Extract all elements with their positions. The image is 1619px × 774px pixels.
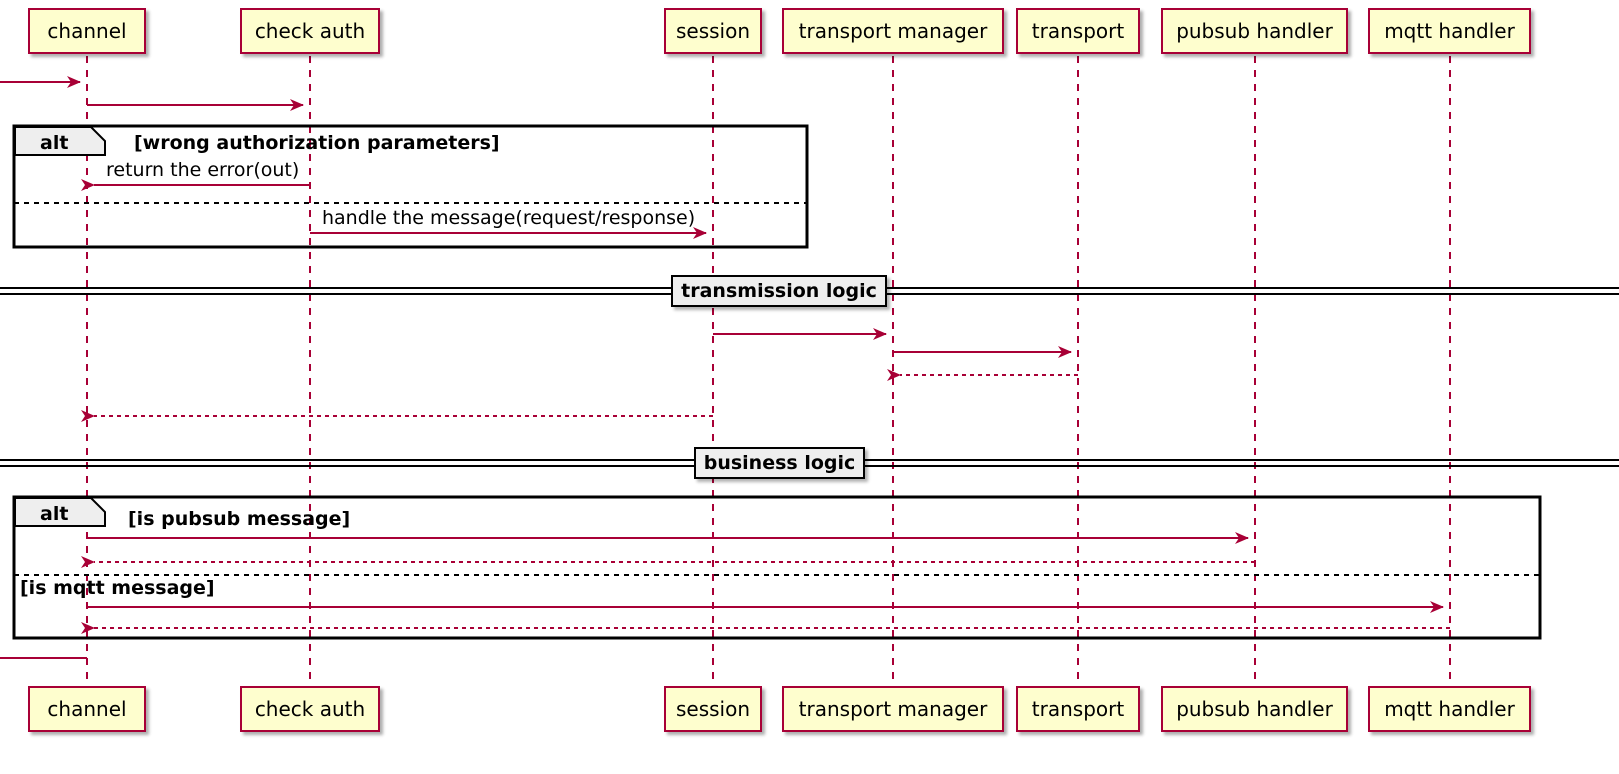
fragments-group: [12, 124, 1542, 640]
participant-label: mqtt handler: [1384, 697, 1515, 721]
fragment-guard-alt-business-0: [is pubsub message]: [128, 508, 351, 530]
participant-label: pubsub handler: [1176, 697, 1333, 721]
participant-footer-transport-manager[interactable]: transport manager: [782, 686, 1004, 732]
fragment-keyword-alt-auth: alt: [40, 132, 69, 154]
participant-footer-channel[interactable]: channel: [28, 686, 146, 732]
participant-label: channel: [47, 697, 127, 721]
participant-header-channel[interactable]: channel: [28, 8, 146, 54]
participant-label: mqtt handler: [1384, 19, 1515, 43]
message-label-m3: return the error(out): [106, 159, 300, 181]
participant-label: pubsub handler: [1176, 19, 1333, 43]
lifelines-group: [86, 56, 1451, 685]
fragment-keyword-tab-alt-business: [14, 497, 106, 527]
participant-label: channel: [47, 19, 127, 43]
participant-header-check-auth[interactable]: check auth: [240, 8, 380, 54]
participant-header-transport-manager[interactable]: transport manager: [782, 8, 1004, 54]
participant-header-mqtt-handler[interactable]: mqtt handler: [1368, 8, 1531, 54]
fragment-keyword-tab-alt-auth: [14, 126, 106, 156]
participant-label: transport: [1031, 697, 1125, 721]
participant-label: transport manager: [798, 19, 988, 43]
participant-label: check auth: [254, 19, 366, 43]
divider-label: business logic: [703, 452, 856, 474]
dividers-group: [0, 287, 1619, 467]
participant-footer-check-auth[interactable]: check auth: [240, 686, 380, 732]
divider-business: business logic: [694, 447, 865, 479]
participant-label: check auth: [254, 697, 366, 721]
participant-header-pubsub-handler[interactable]: pubsub handler: [1161, 8, 1348, 54]
participant-header-session[interactable]: session: [664, 8, 762, 54]
participant-header-transport[interactable]: transport: [1016, 8, 1140, 54]
fragment-box-alt-auth: [12, 124, 809, 249]
participant-footer-mqtt-handler[interactable]: mqtt handler: [1368, 686, 1531, 732]
message-label-m4: handle the message(request/response): [322, 207, 696, 229]
participant-label: session: [675, 697, 751, 721]
messages-group: [0, 76, 1450, 659]
fragment-box-alt-business: [12, 495, 1542, 640]
divider-transmission: transmission logic: [671, 275, 887, 307]
participant-footer-session[interactable]: session: [664, 686, 762, 732]
participant-footer-pubsub-handler[interactable]: pubsub handler: [1161, 686, 1348, 732]
participant-label: transport manager: [798, 697, 988, 721]
fragment-keyword-alt-business: alt: [40, 503, 69, 525]
fragment-guard-alt-auth-0: [wrong authorization parameters]: [134, 132, 500, 154]
fragment-guard-alt-business-1: [is mqtt message]: [20, 577, 215, 599]
participant-label: session: [675, 19, 751, 43]
participant-label: transport: [1031, 19, 1125, 43]
participant-footer-transport[interactable]: transport: [1016, 686, 1140, 732]
divider-label: transmission logic: [681, 280, 877, 302]
